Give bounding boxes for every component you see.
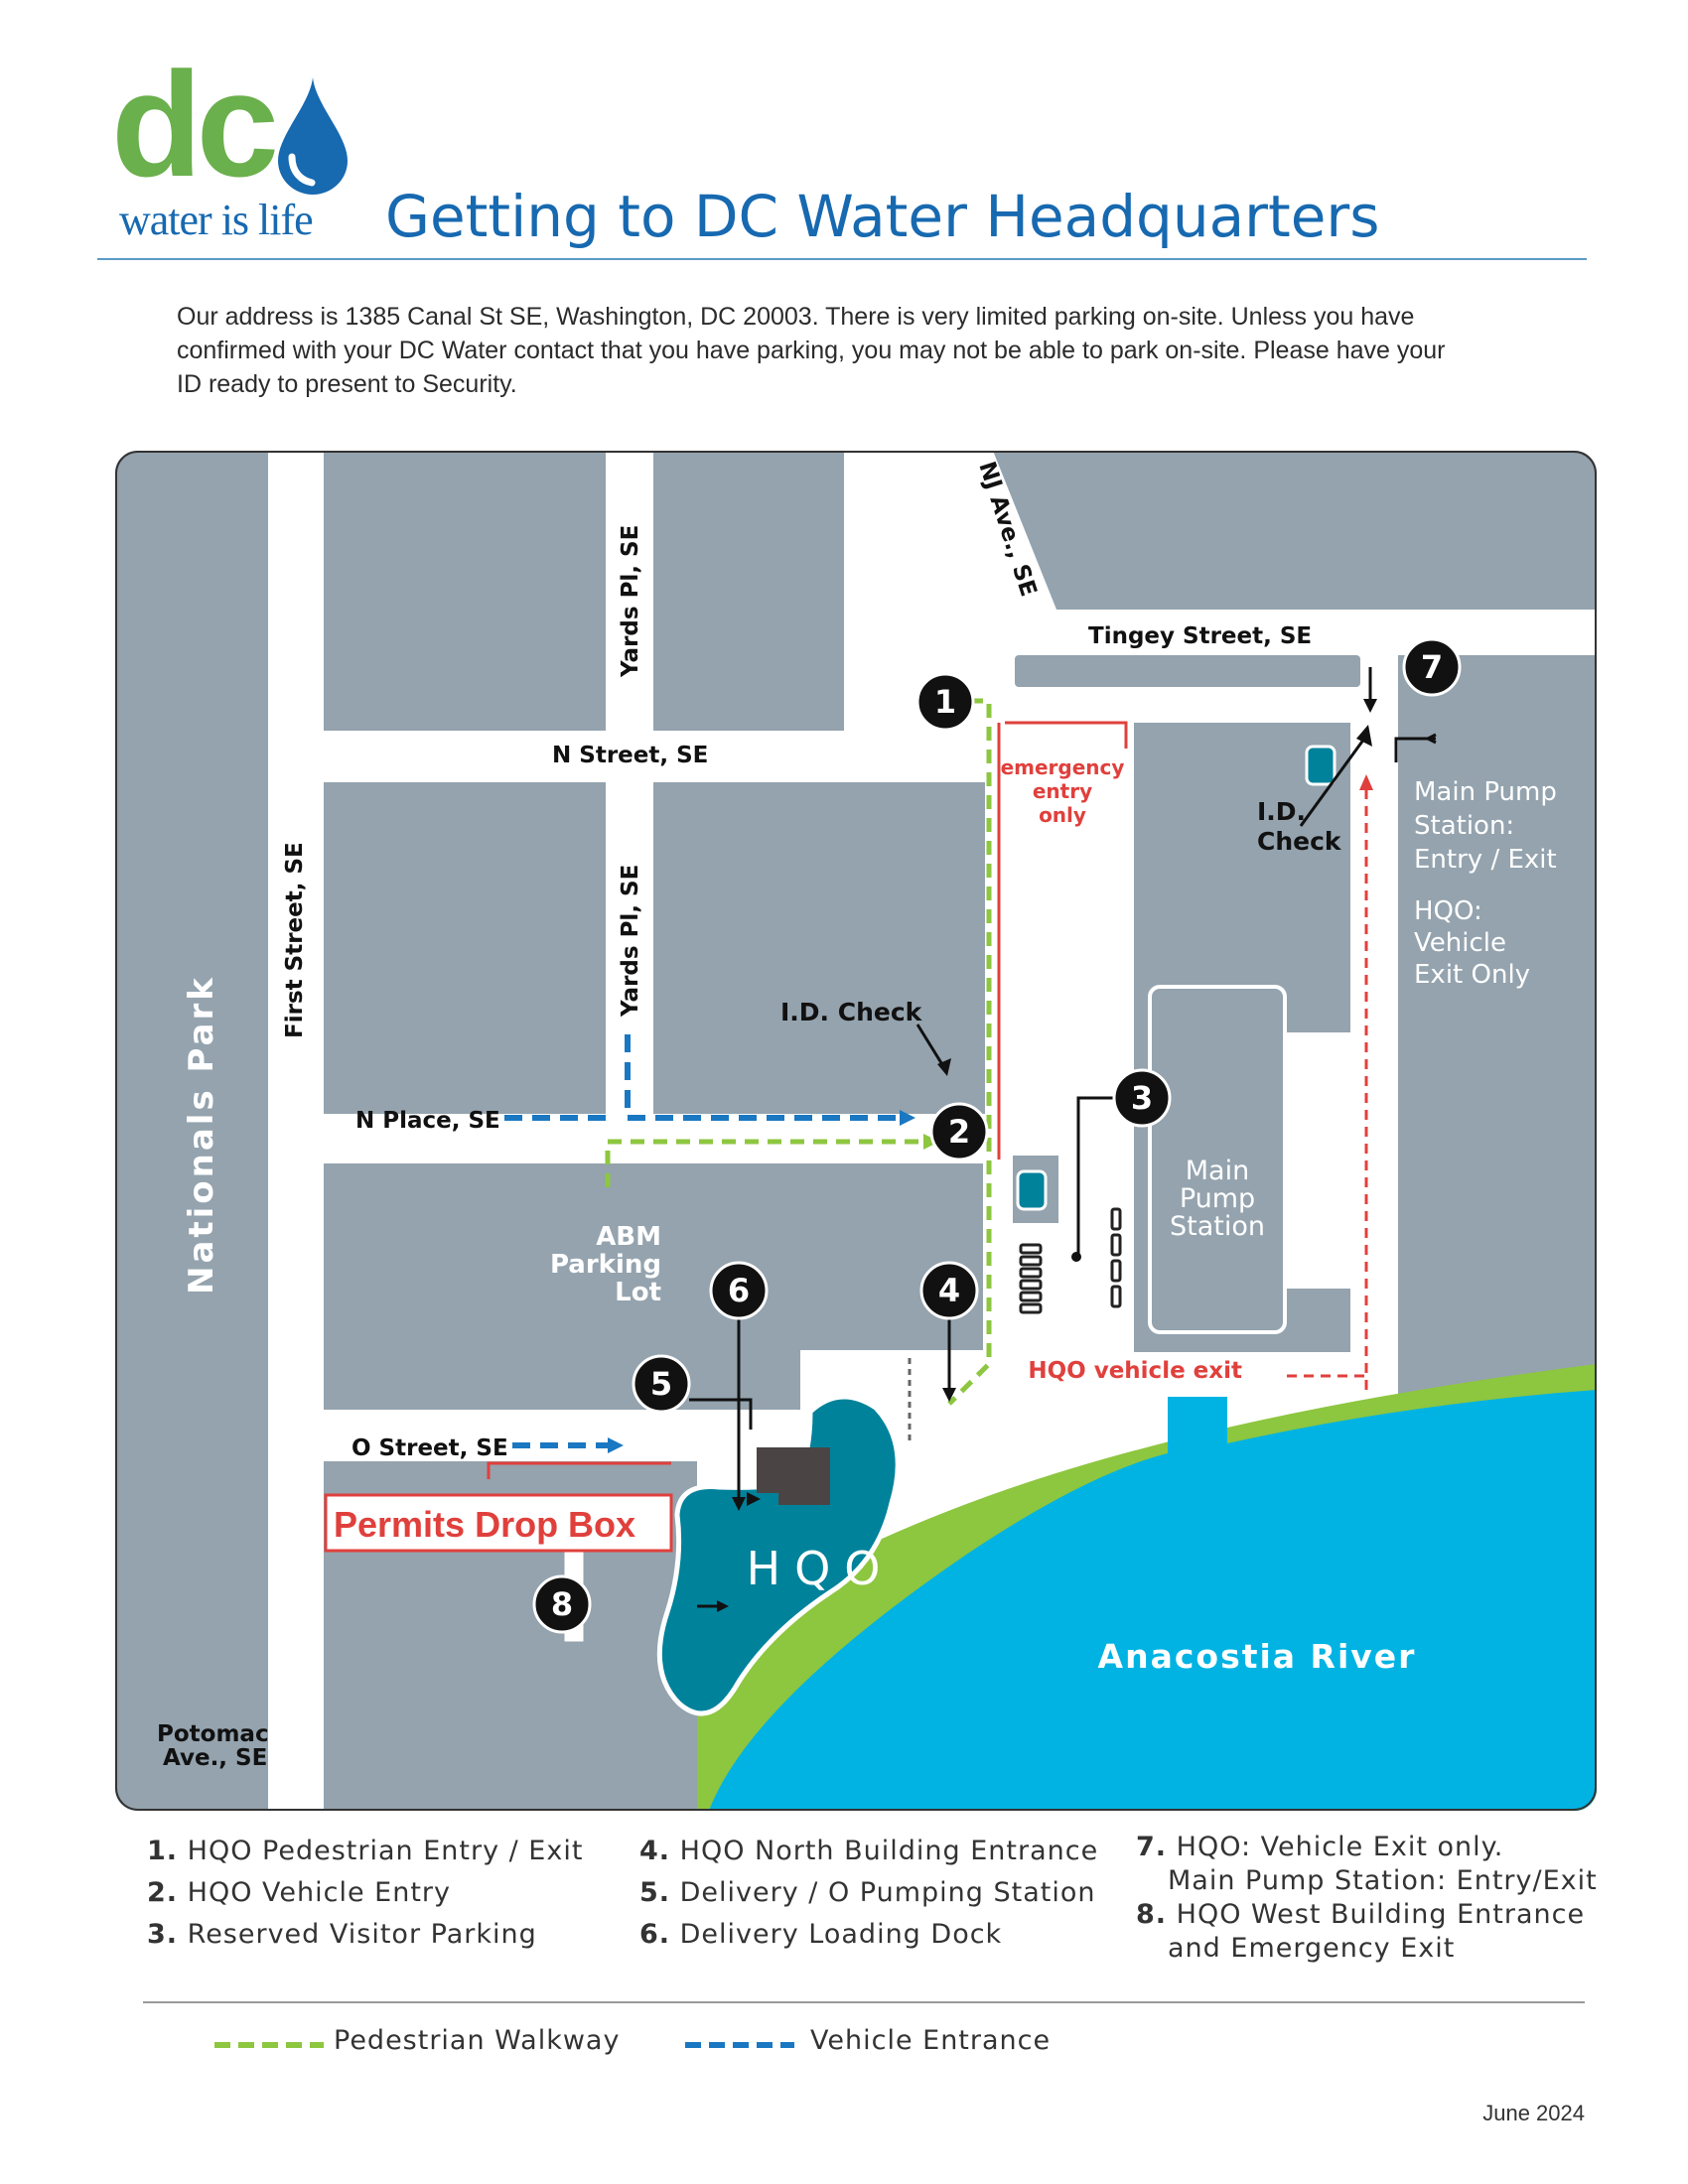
parking-icon (1016, 745, 1336, 1211)
svg-text:8: 8 (551, 1585, 573, 1623)
hqo-side-note-1: HQO: (1414, 896, 1482, 926)
pump-side-note-3: Entry / Exit (1414, 845, 1557, 875)
intro-paragraph: Our address is 1385 Canal St SE, Washing… (177, 303, 1446, 398)
city-block (324, 451, 606, 731)
n-place-label: N Place, SE (355, 1108, 500, 1134)
yards-pl-label-top: Yards Pl, SE (618, 525, 643, 678)
o-street-label: O Street, SE (352, 1435, 508, 1461)
legend-item: and Emergency Exit (1168, 1933, 1456, 1964)
n-street-label: N Street, SE (552, 743, 708, 768)
city-block (1015, 655, 1360, 687)
legend-item: 7. HQO: Vehicle Exit only. (1136, 1832, 1504, 1862)
yards-pl-label-bottom: Yards Pl, SE (618, 865, 643, 1018)
pump-station-label-3: Station (1170, 1211, 1265, 1242)
city-block (979, 451, 1597, 610)
svg-text:1: 1 (934, 683, 956, 721)
anacostia-river-label: Anacostia River (1098, 1637, 1417, 1676)
legend-divider (143, 2001, 1585, 2003)
emergency-note-3: only (1039, 803, 1086, 827)
hqo-side-note-3: Exit Only (1414, 960, 1530, 990)
pump-side-note-1: Main Pump (1414, 777, 1557, 807)
id-check-top-2: Check (1257, 827, 1342, 856)
potomac-label-line2: Ave., SE (163, 1745, 267, 1771)
tingey-street-label: Tingey Street, SE (1088, 623, 1312, 649)
nationals-park-block (115, 451, 268, 1811)
site-map: Permits Drop Box NJ Ave., SE Tingey Stre… (115, 451, 1597, 1811)
legend-item: 2. HQO Vehicle Entry (147, 1877, 452, 1908)
pump-station-label-1: Main (1186, 1156, 1249, 1186)
city-block (324, 1163, 983, 1350)
marker-7: 7 (1402, 637, 1462, 697)
marker-4: 4 (919, 1261, 979, 1320)
legend-item: 4. HQO North Building Entrance (639, 1836, 1099, 1866)
potomac-label-line1: Potomac (157, 1721, 269, 1747)
date-label: June 2024 (1482, 2101, 1585, 2125)
marker-1: 1 (915, 672, 975, 732)
water-drop-icon (278, 77, 348, 195)
marker-6: 6 (709, 1261, 769, 1320)
page-title: Getting to DC Water Headquarters (385, 183, 1380, 250)
legend-column-2: 4. HQO North Building Entrance 5. Delive… (639, 1831, 1098, 1956)
svg-text:7: 7 (1421, 648, 1443, 686)
legend-item: 5. Delivery / O Pumping Station (639, 1877, 1096, 1908)
pump-station-label-2: Pump (1180, 1183, 1255, 1214)
hqo-vehicle-exit-label: HQO vehicle exit (1028, 1358, 1242, 1384)
id-check-mid: I.D. Check (780, 998, 923, 1026)
pedestrian-line-swatch (214, 2042, 324, 2048)
marker-8: 8 (532, 1574, 592, 1634)
vehicle-line-swatch (685, 2042, 794, 2048)
abm-parking-label-2: Parking (550, 1250, 661, 1280)
marker-2: 2 (929, 1102, 989, 1161)
emergency-note-1: emergency (1001, 755, 1125, 779)
pedestrian-key-label: Pedestrian Walkway (334, 2025, 621, 2056)
legend-column-1: 1. HQO Pedestrian Entry / Exit 2. HQO Ve… (147, 1831, 583, 1956)
city-block (324, 782, 606, 1114)
vehicle-route (504, 1034, 902, 1448)
legend-item: 6. Delivery Loading Dock (639, 1919, 1003, 1950)
svg-text:2: 2 (948, 1113, 970, 1151)
city-block (653, 782, 985, 1114)
anacostia-river (709, 1390, 1597, 1811)
marker-3: 3 (1112, 1068, 1172, 1128)
hqo-building (656, 1394, 901, 1716)
vehicle-key-label: Vehicle Entrance (810, 2025, 1052, 2056)
id-check-top-1: I.D. (1257, 797, 1306, 826)
logo-dc-mark: dc (111, 41, 279, 207)
nationals-park-label: Nationals Park (182, 975, 221, 1295)
hqo-annex (757, 1447, 830, 1505)
marker-5: 5 (632, 1354, 691, 1414)
abm-parking-label-1: ABM (596, 1222, 661, 1252)
legend-column-3: 7. HQO: Vehicle Exit only. Main Pump Sta… (1136, 1831, 1598, 1966)
city-block (653, 451, 844, 731)
logo-tagline: water is life (119, 196, 314, 244)
hqo-label: HQO (746, 1542, 894, 1595)
pedestrian-route (605, 698, 992, 1406)
permits-drop-box-frame (324, 1493, 673, 1553)
legend-item: 8. HQO West Building Entrance (1136, 1899, 1586, 1930)
parking-spaces (1019, 1207, 1122, 1314)
main-pump-station-building (1148, 985, 1287, 1334)
svg-text:3: 3 (1131, 1079, 1153, 1117)
first-street-label: First Street, SE (282, 842, 308, 1038)
svg-text:4: 4 (938, 1272, 960, 1309)
pump-side-note-2: Station: (1414, 811, 1514, 841)
abm-parking-label-3: Lot (615, 1278, 661, 1307)
svg-text:6: 6 (728, 1272, 750, 1309)
svg-text:5: 5 (650, 1365, 672, 1403)
emergency-note-2: entry (1033, 779, 1092, 803)
permits-drop-box-label: Permits Drop Box (334, 1504, 635, 1545)
legend-item: 3. Reserved Visitor Parking (147, 1919, 537, 1950)
header-divider (97, 258, 1587, 260)
legend-item: 1. HQO Pedestrian Entry / Exit (147, 1836, 584, 1866)
legend-item: Main Pump Station: Entry/Exit (1168, 1865, 1598, 1896)
hqo-side-note-2: Vehicle (1414, 928, 1506, 958)
